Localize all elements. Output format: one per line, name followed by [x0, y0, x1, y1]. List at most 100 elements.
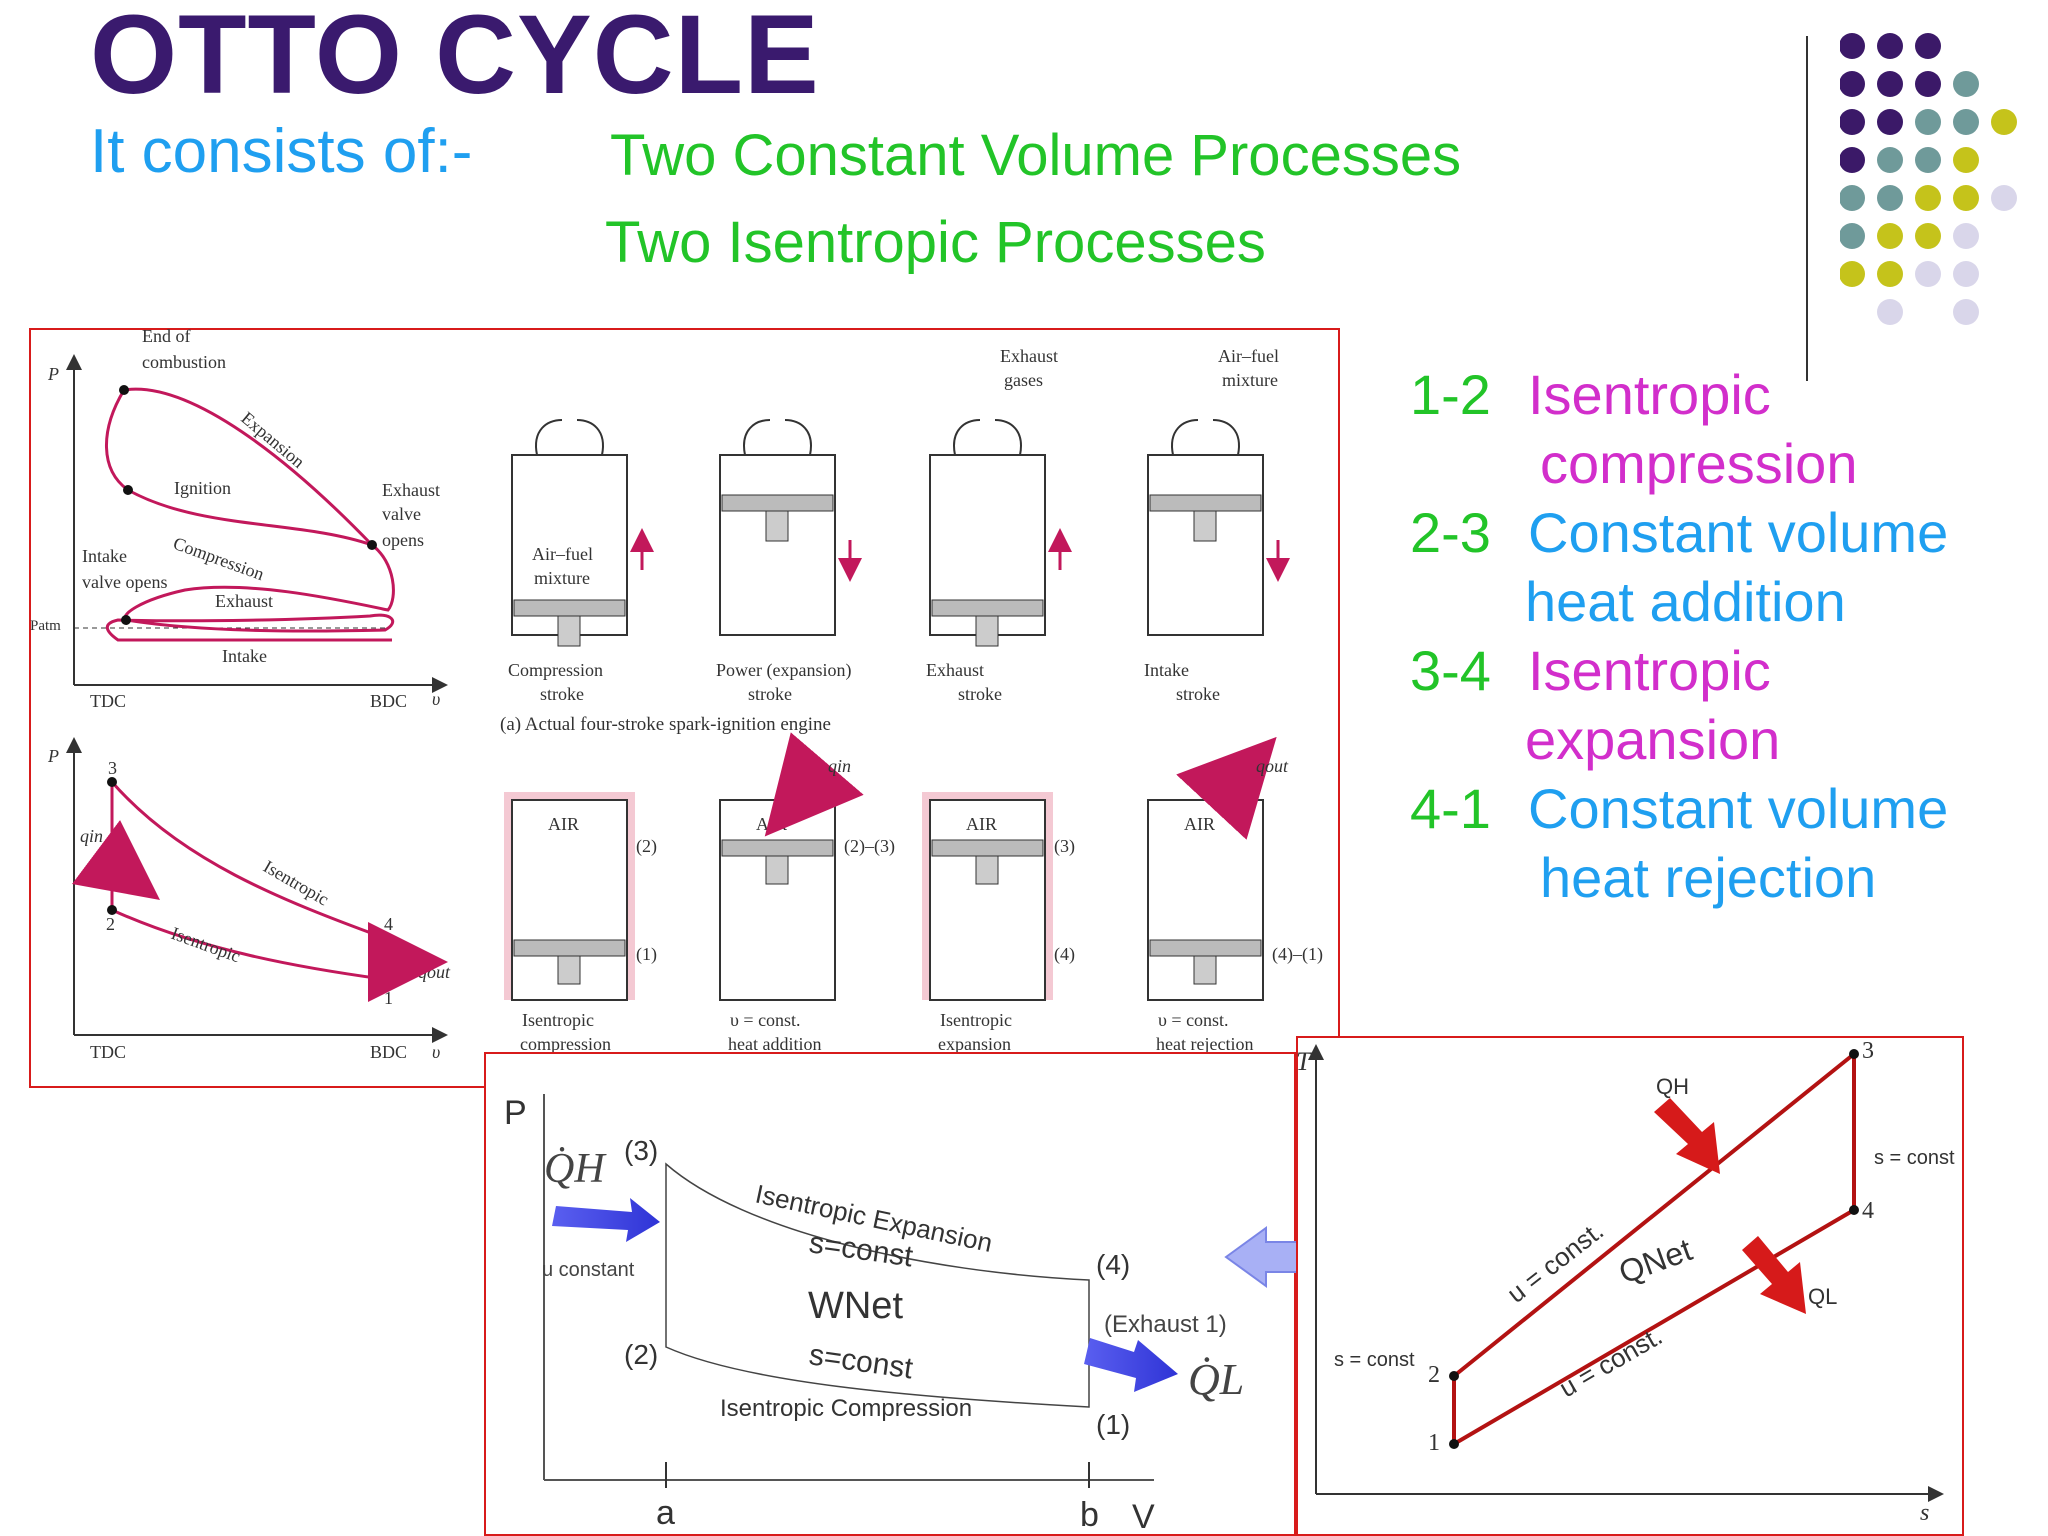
stroke-caption: Intake — [1144, 660, 1189, 680]
stroke-caption: Compression — [508, 660, 603, 680]
cylinder-wall — [719, 799, 836, 1001]
piston — [931, 839, 1044, 857]
stroke-caption: stroke — [540, 684, 584, 704]
stroke-top-label: mixture — [1222, 370, 1278, 390]
decor-dot — [1877, 71, 1903, 97]
ts-point-1 — [1449, 1439, 1459, 1449]
insulation — [922, 792, 1053, 1000]
decor-dot — [1840, 223, 1865, 249]
decor-dot — [1840, 185, 1865, 211]
stroke-caption: stroke — [1176, 684, 1220, 704]
upper-isentropic-label: Isentropic — [260, 856, 332, 909]
decorative-dots — [1840, 33, 2017, 325]
ideal-pv-diagram: P υ TDC BDC 3 2 4 1 qin qout Isentropic … — [47, 737, 451, 1062]
cylinder-wall — [1147, 454, 1264, 636]
stroke-caption: compression — [520, 1034, 611, 1054]
pv-p-label: P — [504, 1094, 527, 1132]
process-2-line2: heat addition — [1525, 570, 1846, 633]
stroke-caption: Isentropic — [522, 1010, 594, 1030]
decor-dot — [1915, 109, 1941, 135]
gas-label: AIR — [756, 814, 787, 834]
actual-cylinder: Power (expansion)stroke — [716, 419, 862, 704]
cylinder-wall — [929, 799, 1046, 1001]
gas-label: AIR — [548, 814, 579, 834]
actual-tdc: TDC — [90, 691, 126, 711]
piston-rod — [557, 615, 581, 647]
end-combustion-label-2: combustion — [142, 352, 226, 372]
pv-point-4: (4) — [1096, 1249, 1130, 1280]
actual-p-label: P — [47, 364, 59, 384]
ideal-expansion-curve — [110, 781, 391, 942]
cylinder-wall — [511, 799, 628, 1001]
piston-rod — [765, 855, 789, 885]
process-3-number: 3-4 — [1410, 639, 1491, 702]
heat-label: qin — [828, 756, 851, 776]
cylinder-inside-label: Air–fuel — [532, 544, 593, 564]
ideal-point-1 — [385, 975, 395, 985]
stroke-caption: Isentropic — [940, 1010, 1012, 1030]
stroke-top-label: Exhaust — [1000, 346, 1058, 366]
pv-diagram: P V a b (3) (2) (4) (1) Q̇H u constant (… — [484, 1052, 1296, 1536]
state-label: (2) — [636, 836, 657, 857]
pv-ql-label: Q̇L — [1188, 1355, 1244, 1404]
decor-dot — [1877, 299, 1903, 325]
heat-arrow — [764, 732, 864, 837]
pv-qh-label: Q̇H — [544, 1146, 607, 1192]
process-3-line2: expansion — [1525, 708, 1781, 771]
process-4-line2: heat rejection — [1540, 846, 1877, 909]
ts-point-3 — [1849, 1049, 1859, 1059]
heat-arrow — [1176, 736, 1277, 840]
decor-dot — [1953, 261, 1979, 287]
patm-label: Patm — [30, 618, 61, 634]
decor-dot — [1877, 109, 1903, 135]
pv-wnet-label: WNet — [808, 1285, 903, 1327]
decor-dot — [1840, 71, 1865, 97]
valve-ports — [743, 419, 812, 456]
end-combustion-point — [119, 385, 129, 395]
decor-dot — [1915, 33, 1941, 59]
ideal-p-label: P — [47, 746, 59, 766]
decor-dot — [1915, 261, 1941, 287]
intake-valve-label-1: Intake — [82, 546, 127, 566]
state-label: (2)–(3) — [844, 836, 895, 857]
ts-s-const-right: s = const — [1874, 1147, 1955, 1169]
ideal-stroke-cylinders: AIR(2)(1)IsentropiccompressionAIR(2)–(3)… — [504, 732, 1323, 1054]
valve-ports — [535, 419, 604, 456]
end-combustion-label-1: End of — [142, 326, 191, 346]
pv-a-label: a — [656, 1494, 675, 1532]
ts-label-1: 1 — [1428, 1430, 1440, 1456]
decor-dot — [1877, 185, 1903, 211]
ideal-label-4: 4 — [384, 914, 393, 934]
decor-dot — [1991, 185, 2017, 211]
decor-dot — [1877, 261, 1903, 287]
ts-point-4 — [1849, 1205, 1859, 1215]
gas-label: AIR — [1184, 814, 1215, 834]
piston-rod — [975, 855, 999, 885]
stroke-caption: expansion — [938, 1034, 1011, 1054]
decor-dot — [1915, 223, 1941, 249]
pv-point-2: (2) — [624, 1339, 658, 1370]
pv-point-1: (1) — [1096, 1409, 1130, 1440]
exhaust-label: Exhaust — [215, 591, 273, 611]
compression-label: Compression — [171, 533, 267, 584]
pv-compression-label: Isentropic Compression — [720, 1395, 972, 1422]
piston — [513, 939, 626, 957]
decor-dot — [1953, 109, 1979, 135]
qin-arrow — [72, 820, 160, 900]
stroke-caption: Power (expansion) — [716, 660, 851, 681]
piston-rod — [1193, 955, 1217, 985]
decor-dot — [1953, 71, 1979, 97]
ts-s-const-left: s = const — [1334, 1349, 1415, 1371]
ideal-label-2: 2 — [106, 914, 115, 934]
ts-label-2: 2 — [1428, 1362, 1440, 1388]
decor-dot — [1915, 71, 1941, 97]
ts-ql-label: QL — [1808, 1284, 1837, 1309]
intake-valve-point — [121, 615, 131, 625]
actual-pv-diagram: P υ TDC BDC Patm End of combustion Ignit… — [30, 326, 448, 711]
stroke-caption: Exhaust — [926, 660, 984, 680]
caption-a: (a) Actual four-stroke spark-ignition en… — [500, 714, 831, 735]
